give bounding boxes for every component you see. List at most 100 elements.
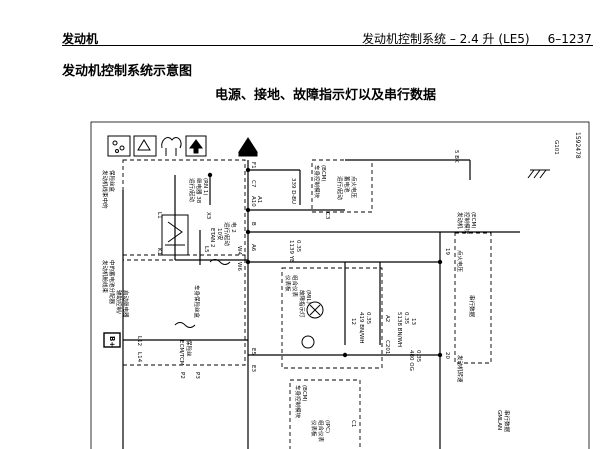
fuse-block-icon	[161, 137, 182, 156]
pin-10: L5	[203, 246, 209, 253]
run-start-relay	[161, 214, 189, 256]
pin-11: W4	[236, 246, 242, 255]
wire-9: 0.35	[415, 350, 421, 363]
pin-16: P2	[179, 372, 185, 379]
pin-24: 20	[444, 352, 450, 359]
left-label-4: 辅助控制/	[115, 290, 123, 314]
relay-label-6: 10安	[216, 228, 224, 241]
wire-10: G101	[553, 140, 559, 155]
right-label-10: 发动机转速	[456, 355, 464, 383]
pin-21: 12	[350, 318, 356, 325]
wire-7: 0.35	[403, 312, 409, 325]
relay-label-5: ETAN 2	[209, 228, 215, 248]
pin-14: L14	[136, 352, 142, 363]
right-label-6: 控制模块	[463, 212, 471, 235]
wire-4: 419 BN/WH	[358, 312, 364, 344]
icon-row	[107, 135, 258, 157]
wire-0: 5 BK	[453, 150, 459, 163]
header-right: 发动机控制系统 – 2.4 升 (LE5) 6–1237	[362, 30, 592, 47]
pin-9: A6	[250, 244, 256, 252]
page-header: 发动机 发动机控制系统 – 2.4 升 (LE5) 6–1237	[0, 0, 601, 46]
pin-13: L12	[136, 336, 142, 346]
pin-19: E3	[250, 365, 256, 372]
pin-5: B	[250, 222, 256, 226]
mil-lamp	[301, 301, 324, 349]
pin-15: P3	[194, 372, 200, 379]
left-label-0: 发动机线束中的	[101, 170, 109, 209]
pin-23: 19	[444, 248, 450, 255]
right-label-5: 发动机	[456, 212, 464, 229]
pin-2: A10	[250, 196, 256, 207]
relay-label-1: 继电器 38	[195, 178, 203, 204]
wire-3: 0.35	[295, 240, 301, 253]
pin-0: F1	[250, 162, 256, 169]
ground-symbol	[527, 169, 550, 179]
pin-6: C3	[324, 212, 330, 220]
fuse-2	[174, 322, 196, 328]
wire-2: 1139 YE	[288, 240, 294, 263]
right-label-1: (BCM)	[320, 165, 326, 182]
right-label-9: 串行数据	[468, 295, 476, 318]
ground-box-label: B+	[108, 336, 116, 347]
right-label-2: 运行/起动	[336, 176, 344, 200]
diagram-title: 电源、接地、故障指示灯以及串行数据	[215, 88, 437, 103]
pin-7: L1	[156, 212, 162, 219]
up-arrow-icon	[185, 135, 207, 157]
mil-label-1: 组合仪表	[291, 275, 299, 298]
header-right-title: 发动机控制系统 – 2.4 升 (LE5)	[362, 32, 530, 46]
header-left: 发动机	[62, 32, 99, 46]
bottom-label-0: 车身控制模块	[294, 385, 302, 419]
bottom-label-3: 组合仪表	[317, 420, 325, 443]
mil-label-3: (MIL)	[305, 290, 311, 304]
pin-1: C7	[250, 180, 256, 188]
page-number: 6–1237	[547, 32, 592, 46]
left-label-3: 中的蓄电池分配器	[108, 260, 116, 305]
left-label-6: 车身保险丝盒	[193, 285, 201, 319]
bottom-label-2: 仪表板	[310, 420, 318, 437]
pin-8: K1	[156, 248, 162, 255]
pin-4: X3	[205, 212, 211, 220]
relay-label-4: 电 2	[230, 222, 238, 233]
pin-25: C1	[350, 420, 356, 427]
right-label-7: (ECM)	[470, 212, 476, 228]
fuse-1	[209, 259, 231, 265]
wire-1: 339 D-BU	[290, 178, 296, 204]
relay-label-3: 运行/起动	[223, 222, 231, 246]
left-label-7: ECM/TCM	[178, 340, 184, 366]
section-title: 发动机控制系统示意图	[62, 64, 193, 79]
figure-id: 1592478	[574, 132, 581, 159]
bottom-label-6: 串行数据	[503, 410, 511, 433]
bottom-label-1: (BCM)	[301, 385, 307, 402]
left-label-5: 启动继电器	[122, 290, 130, 318]
pin-12: W6	[236, 262, 242, 271]
pin-18: A2	[384, 315, 390, 322]
ecm-icon	[133, 135, 157, 157]
left-label-1: 保险丝盒	[108, 170, 116, 193]
right-label-0: 车身控制模块	[313, 165, 321, 199]
right-label-4: 点火电压	[350, 176, 358, 199]
left-label-8: 保险丝	[185, 340, 193, 357]
bcm-dashed	[311, 159, 373, 213]
bottom-label-4: (IPC)	[324, 420, 330, 433]
wire-8: 480 OG	[408, 350, 414, 371]
relay-label-0: 运行/起动	[188, 178, 196, 202]
diagram-frame	[90, 121, 590, 449]
pin-20: C201	[384, 340, 390, 354]
right-label-8: 点火电压	[456, 250, 464, 273]
pin-3: A1	[256, 196, 262, 203]
ground-terminal	[103, 332, 121, 348]
left-label-2: 发动机舱线束	[101, 260, 109, 294]
ipc-dashed	[281, 267, 383, 369]
bottom-label-5: GMLAN	[496, 410, 502, 430]
right-label-3: 蓄电池	[343, 176, 351, 193]
warning-triangle-icon	[238, 137, 258, 157]
relay-label-2: (RN 1)	[202, 178, 208, 195]
wire-5: 0.35	[365, 312, 371, 325]
pin-22: 13	[410, 318, 416, 325]
o2-sensor-icon	[107, 135, 131, 157]
mil-label-0: 仪表板	[284, 275, 292, 292]
header-rule	[62, 45, 593, 46]
mil-label-2: 故障指示灯	[298, 290, 306, 318]
pin-17: E5	[250, 348, 256, 355]
